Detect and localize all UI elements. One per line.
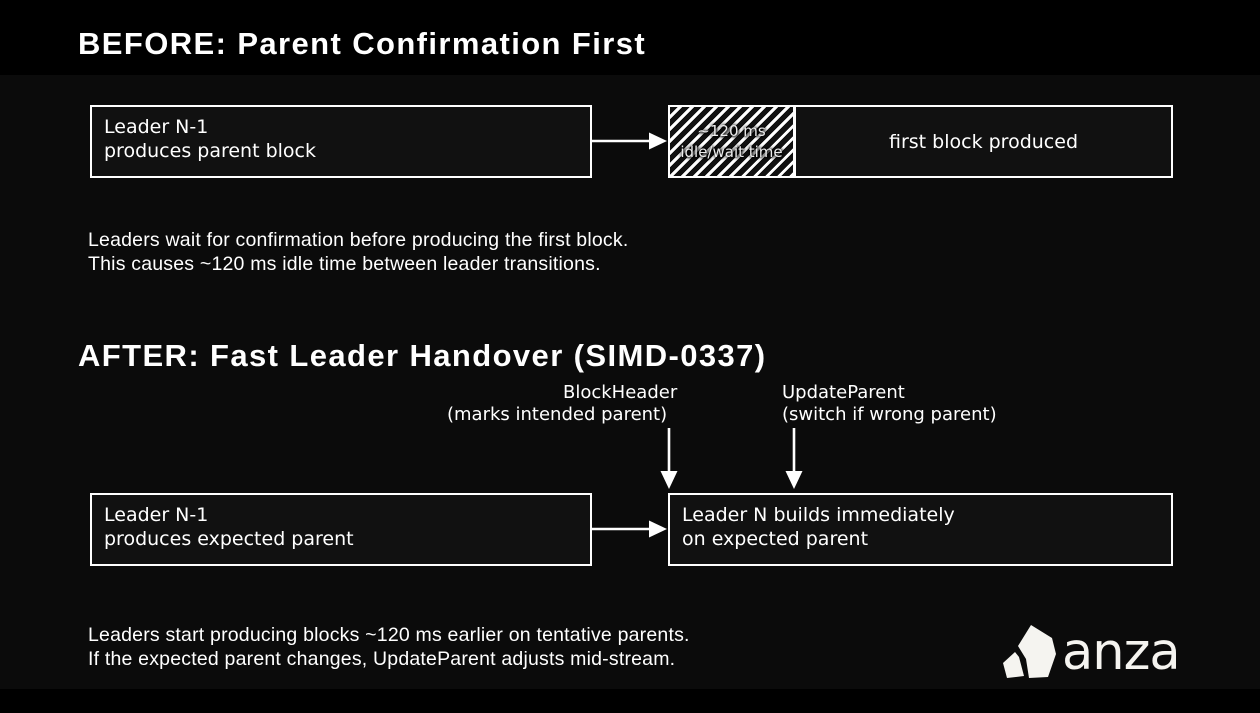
box-text-line: on expected parent	[682, 527, 869, 550]
arrow-right-icon	[591, 132, 667, 150]
first-block-produced-label: first block produced	[889, 130, 1078, 153]
idle-time-line: ~120 ms	[697, 121, 766, 140]
after-leader-n-box: Leader N builds immediately on expected …	[668, 493, 1173, 566]
after-section-title: AFTER: Fast Leader Handover (SIMD-0337)	[78, 338, 767, 373]
anza-logo-icon	[1003, 625, 1056, 678]
blockheader-annotation-subtitle: (marks intended parent)	[447, 404, 668, 425]
idle-time-label: ~120 ms idle/wait time	[680, 121, 782, 163]
idle-time-hatched-segment: ~120 ms idle/wait time	[670, 107, 796, 176]
after-leader-n-box-text: Leader N builds immediately on expected …	[682, 504, 955, 551]
box-text-line: Leader N-1	[104, 116, 209, 138]
before-section-title: BEFORE: Parent Confirmation First	[78, 26, 647, 61]
box-text-line: produces expected parent	[104, 527, 354, 550]
before-first-block-box: ~120 ms idle/wait time first block produ…	[668, 105, 1173, 178]
caption-line: If the expected parent changes, UpdatePa…	[88, 647, 676, 670]
updateparent-annotation-title: UpdateParent	[782, 382, 905, 403]
idle-time-line: idle/wait time	[680, 142, 783, 161]
box-text-line: Leader N builds immediately	[682, 504, 955, 526]
anza-wordmark: anza	[1062, 623, 1181, 682]
blockheader-annotation-title: BlockHeader	[563, 382, 678, 403]
updateparent-annotation-subtitle: (switch if wrong parent)	[782, 404, 997, 425]
caption-line: This causes ~120 ms idle time between le…	[88, 252, 601, 275]
caption-line: Leaders start producing blocks ~120 ms e…	[88, 624, 690, 646]
before-caption: Leaders wait for confirmation before pro…	[88, 229, 628, 276]
arrow-down-icon	[660, 428, 678, 489]
box-text-line: Leader N-1	[104, 504, 209, 526]
arrow-down-icon	[785, 428, 803, 489]
box-text-line: produces parent block	[104, 139, 316, 162]
before-leader-n1-box: Leader N-1 produces parent block	[90, 105, 592, 178]
after-leader-n1-box: Leader N-1 produces expected parent	[90, 493, 592, 566]
after-caption: Leaders start producing blocks ~120 ms e…	[88, 624, 690, 671]
before-leader-n1-box-text: Leader N-1 produces parent block	[104, 116, 316, 163]
caption-line: Leaders wait for confirmation before pro…	[88, 229, 629, 251]
after-leader-n1-box-text: Leader N-1 produces expected parent	[104, 504, 354, 551]
arrow-right-icon	[591, 520, 667, 538]
